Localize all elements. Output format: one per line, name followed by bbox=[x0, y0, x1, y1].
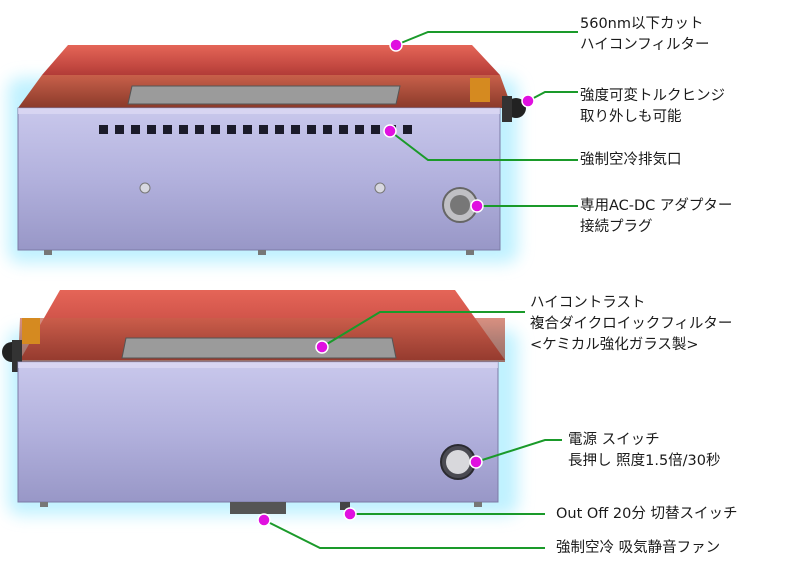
callout-line: 取り外しも可能 bbox=[580, 109, 682, 125]
callout-line: <ケミカル強化ガラス製> bbox=[530, 337, 699, 353]
unit-body-front bbox=[17, 361, 499, 503]
callout-line: 電源 スイッチ bbox=[568, 432, 660, 448]
callout-line: Out Off 20分 切替スイッチ bbox=[556, 506, 738, 522]
callout-dc-plug: 専用AC-DC アダプター 接続プラグ bbox=[580, 196, 732, 238]
filter-lid-top bbox=[42, 45, 500, 75]
callout-line: 強制空冷 吸気静音ファン bbox=[556, 540, 721, 556]
callout-line: 接続プラグ bbox=[580, 219, 653, 235]
callout-line: ハイコントラスト bbox=[530, 295, 646, 311]
callout-line: ハイコンフィルター bbox=[580, 37, 710, 53]
callout-fan: 強制空冷 吸気静音ファン bbox=[556, 538, 720, 559]
callout-filter-front: ハイコントラスト 複合ダイクロイックフィルター <ケミカル強化ガラス製> bbox=[530, 293, 732, 356]
callout-line: 強度可変トルクヒンジ bbox=[580, 88, 725, 104]
callout-hinge: 強度可変トルクヒンジ 取り外しも可能 bbox=[580, 86, 725, 128]
unit-rear-view bbox=[8, 45, 526, 263]
callout-line: 専用AC-DC アダプター bbox=[580, 198, 733, 214]
intake-fan bbox=[230, 502, 286, 514]
callout-exhaust: 強制空冷排気口 bbox=[580, 150, 682, 171]
callout-power-switch: 電源 スイッチ 長押し 照度1.5倍/30秒 bbox=[568, 430, 721, 472]
exhaust-vents bbox=[99, 125, 412, 134]
callout-filter-top: 560nm以下カット ハイコンフィルター bbox=[580, 14, 709, 56]
unit-front-view bbox=[2, 290, 518, 515]
callout-line: 強制空冷排気口 bbox=[580, 152, 682, 168]
callout-dots bbox=[257, 38, 535, 527]
callout-line: 560nm以下カット bbox=[580, 16, 704, 32]
callout-line: 長押し 照度1.5倍/30秒 bbox=[568, 453, 721, 469]
leader-lines bbox=[263, 31, 578, 549]
callout-timer-switch: Out Off 20分 切替スイッチ bbox=[556, 504, 737, 525]
callout-line: 複合ダイクロイックフィルター bbox=[530, 316, 733, 332]
